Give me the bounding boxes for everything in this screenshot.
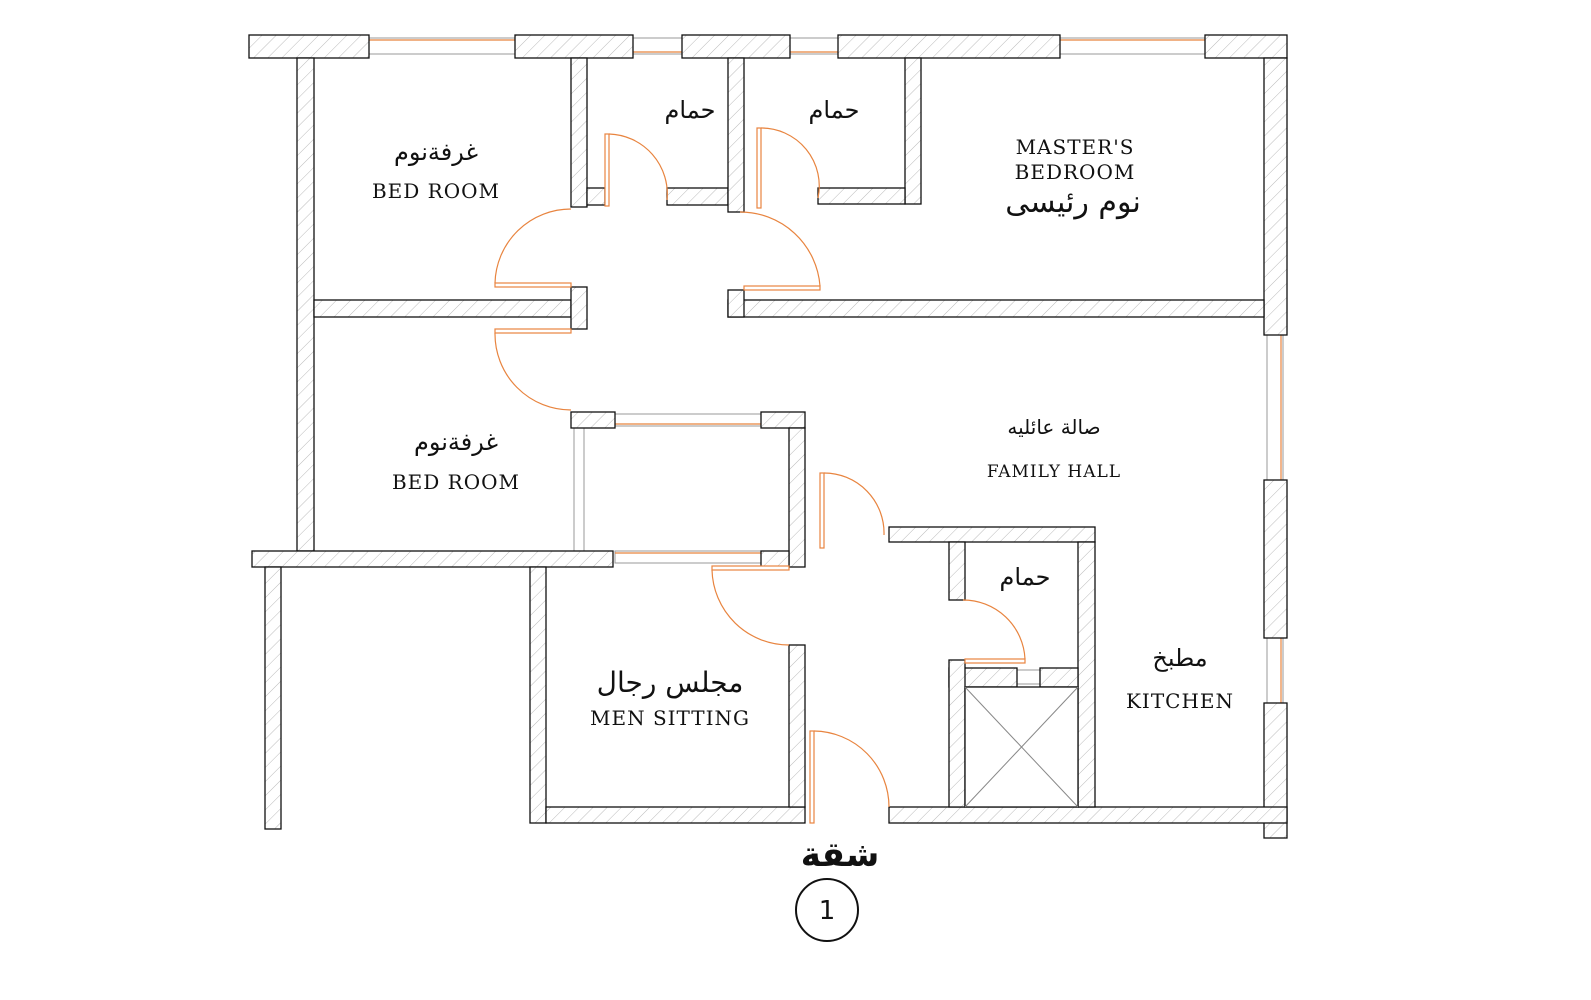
walls (248, 34, 1288, 839)
bedroom-1-arabic-label: غرفةنوم (394, 138, 478, 166)
bedroom-2-label: BED ROOM (392, 470, 520, 494)
family-hall-label: FAMILY HALL (987, 462, 1121, 482)
men-sitting-arabic-label: مجلس رجال (597, 666, 744, 699)
doors (494, 127, 1026, 824)
bathroom-2-label: حمام (809, 96, 860, 124)
apartment-title: شقة (801, 835, 880, 875)
men-sitting-label: MEN SITTING (590, 706, 750, 730)
apartment-number-circle (795, 878, 859, 942)
master-bedroom-label-line1: MASTER'S (1016, 135, 1135, 159)
kitchen-label: KITCHEN (1126, 689, 1234, 713)
master-bedroom-label-line2: BEDROOM (1015, 160, 1136, 184)
family-hall-arabic-label: صالة عائليه (1007, 415, 1100, 439)
bathroom-3-label: حمام (1000, 563, 1051, 591)
windows (368, 37, 1284, 704)
room-labels: غرفةنوم BED ROOM حمام حمام MASTER'S BEDR… (372, 96, 1234, 730)
bedroom-2-arabic-label: غرفةنوم (414, 428, 498, 456)
bathroom-1-label: حمام (665, 96, 716, 124)
master-bedroom-arabic-label: نوم رئيسى (1005, 185, 1141, 220)
kitchen-arabic-label: مطبخ (1152, 644, 1207, 672)
bedroom-1-label: BED ROOM (372, 179, 500, 203)
apartment-number: 1 (819, 896, 836, 926)
